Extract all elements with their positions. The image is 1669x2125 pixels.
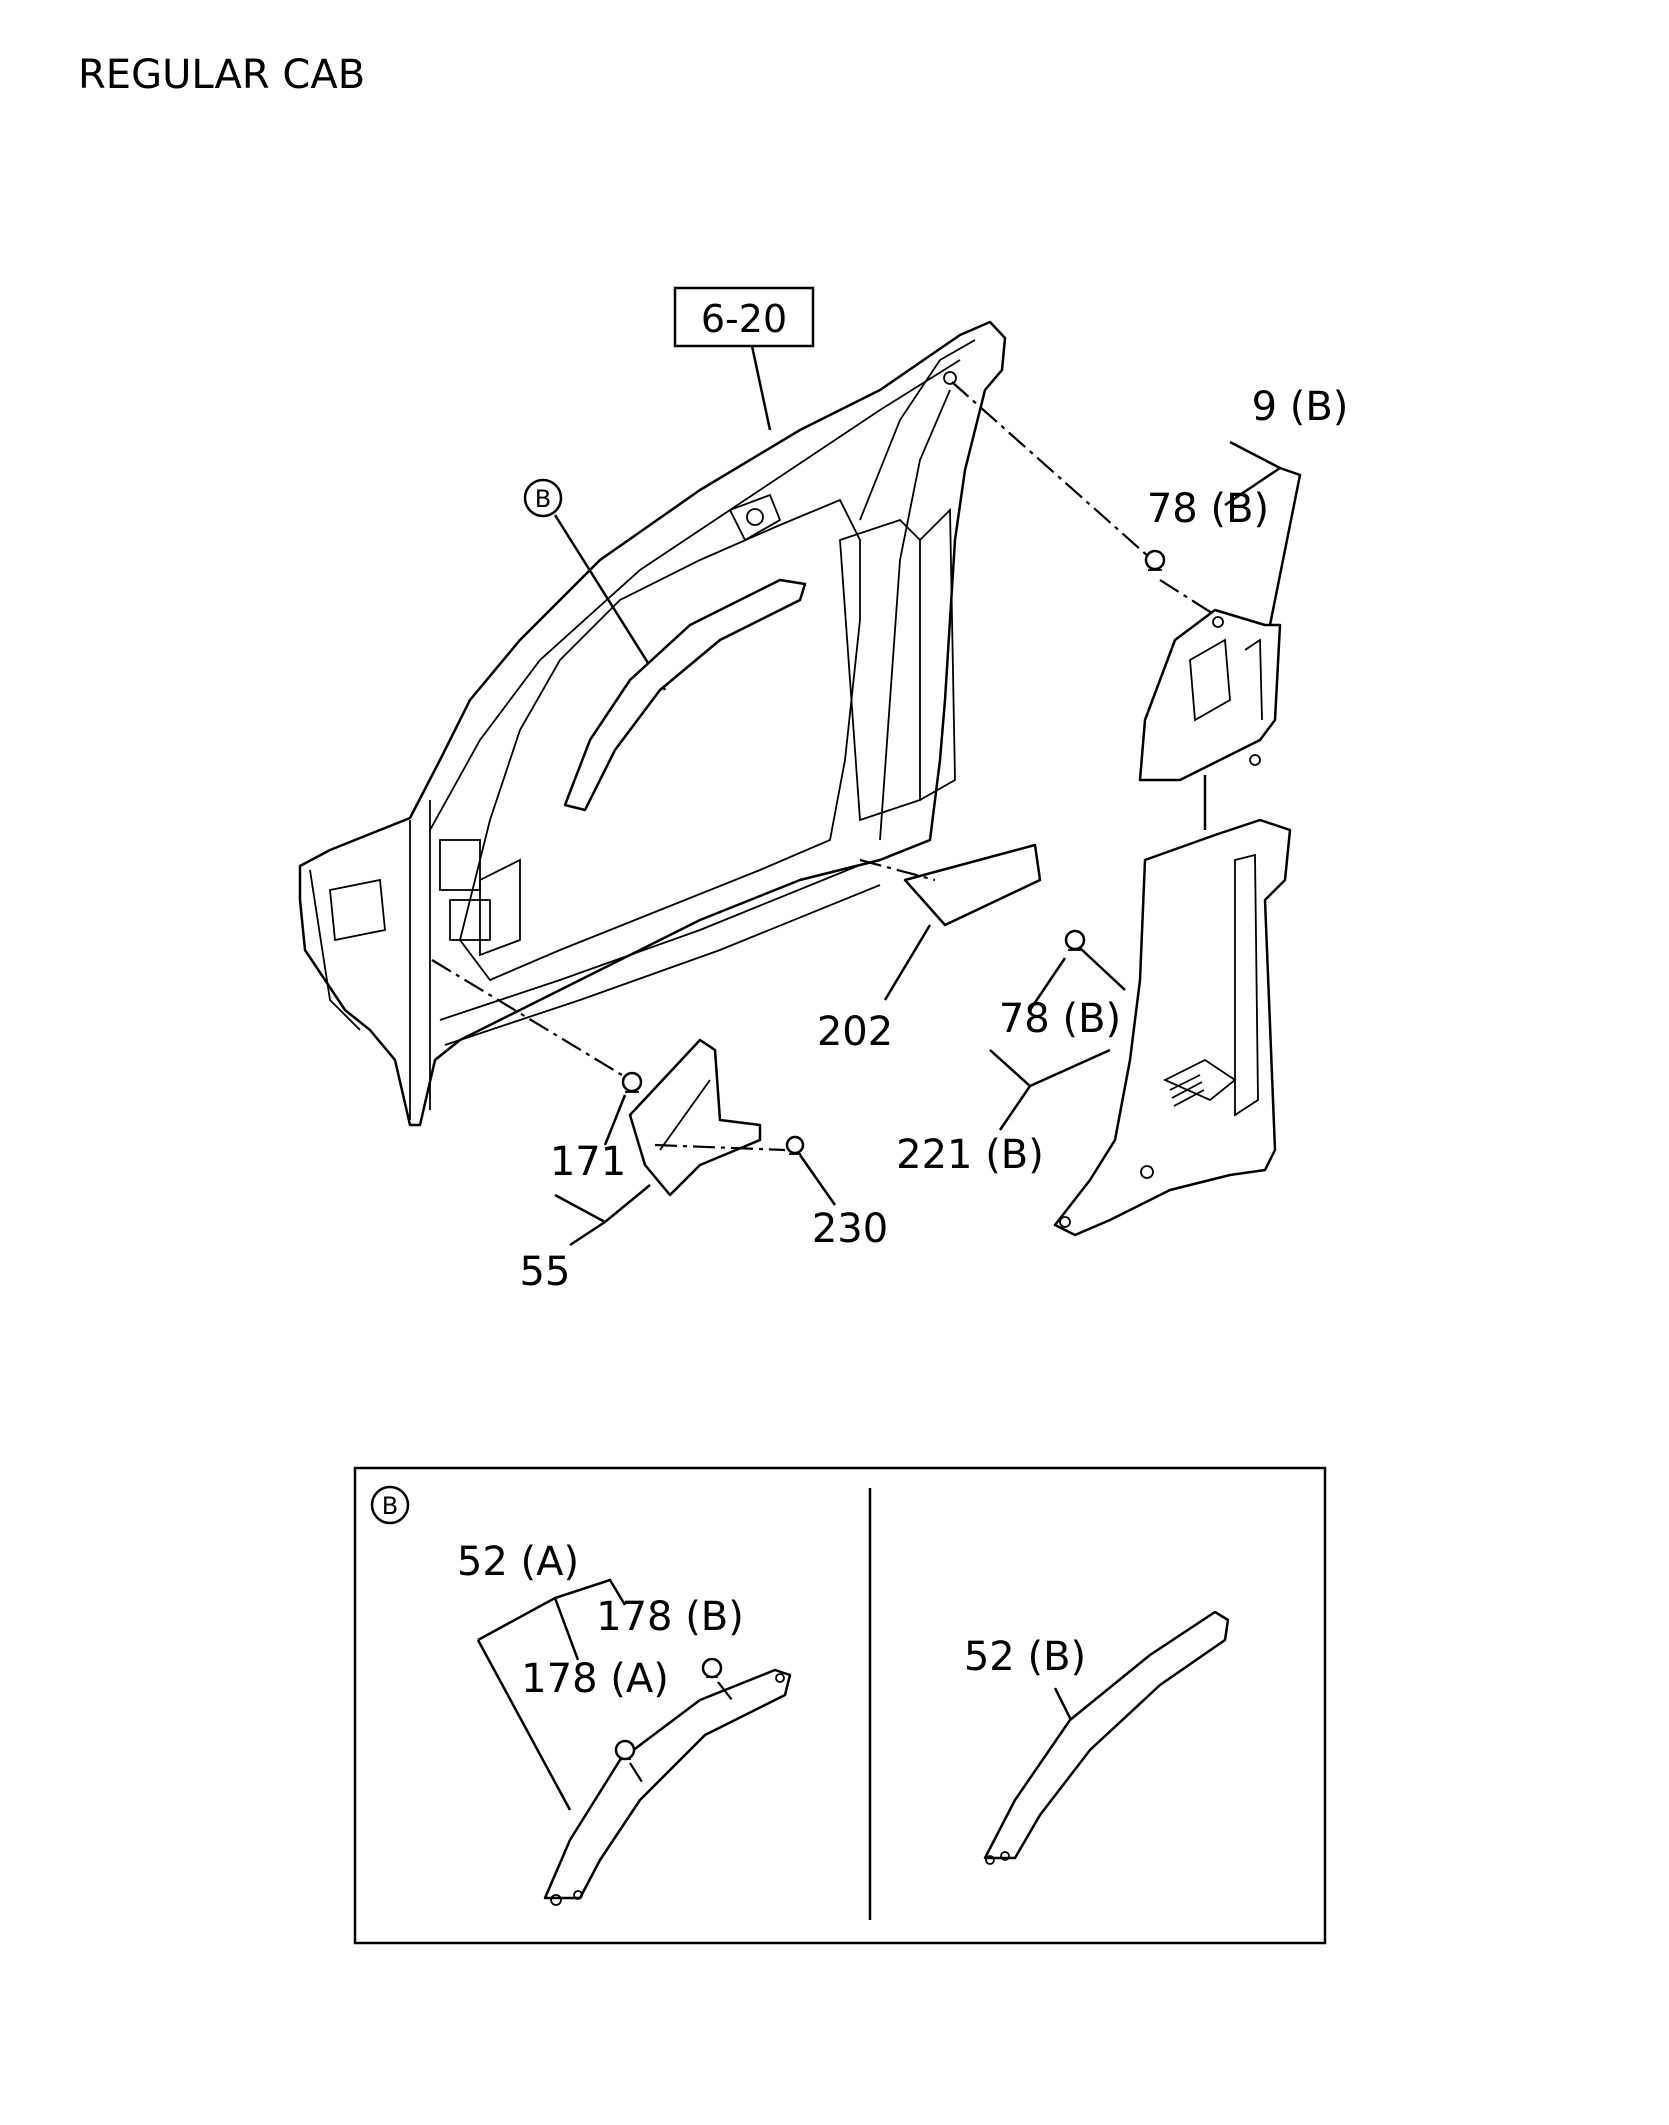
clip-178a	[614, 1739, 636, 1761]
front-lower-trim	[628, 1038, 762, 1197]
clip-78b-top	[1144, 549, 1166, 571]
label-230: 230	[812, 1206, 888, 1252]
detail-marker-inset	[370, 1485, 410, 1525]
label-78b-top: 78 (B)	[1147, 486, 1269, 532]
detail-inset: B 52 (A) 178 (B) 178 (A) 52 (B)	[353, 1466, 1327, 1945]
detail-marker-inset-label: B	[382, 1492, 398, 1520]
label-178b: 178 (B)	[596, 1594, 744, 1640]
reference-box-label: 6-20	[701, 297, 787, 341]
label-178a: 178 (A)	[521, 1656, 669, 1702]
detail-marker-main[interactable]: B	[523, 478, 667, 691]
clip-78b-mid	[1064, 929, 1086, 951]
label-221b: 221 (B)	[896, 1132, 1044, 1178]
a-pillar-trim-main	[563, 578, 807, 812]
b-pillar-lower-trim	[1053, 818, 1292, 1237]
label-202: 202	[817, 1009, 893, 1055]
label-52b: 52 (B)	[964, 1634, 1086, 1680]
a-pillar-trim-52a	[543, 1668, 792, 1906]
label-171: 171	[550, 1139, 626, 1185]
label-55: 55	[520, 1249, 571, 1295]
reference-box[interactable]: 6-20	[673, 286, 815, 431]
detail-marker-main-label: B	[535, 485, 551, 513]
a-pillar-trim-52b	[983, 1610, 1230, 1865]
clip-230	[785, 1135, 805, 1155]
label-78b-mid: 78 (B)	[999, 996, 1121, 1042]
clip-178b	[701, 1657, 723, 1679]
b-pillar-upper-trim	[1138, 608, 1282, 782]
clip-171	[621, 1071, 643, 1093]
label-9b: 9 (B)	[1252, 384, 1349, 430]
page-title: REGULAR CAB	[78, 52, 366, 98]
body-side-panel	[298, 320, 1007, 1127]
label-52a: 52 (A)	[457, 1539, 579, 1585]
patch-202	[903, 843, 1042, 927]
detail-inset-frame	[353, 1466, 1327, 1945]
